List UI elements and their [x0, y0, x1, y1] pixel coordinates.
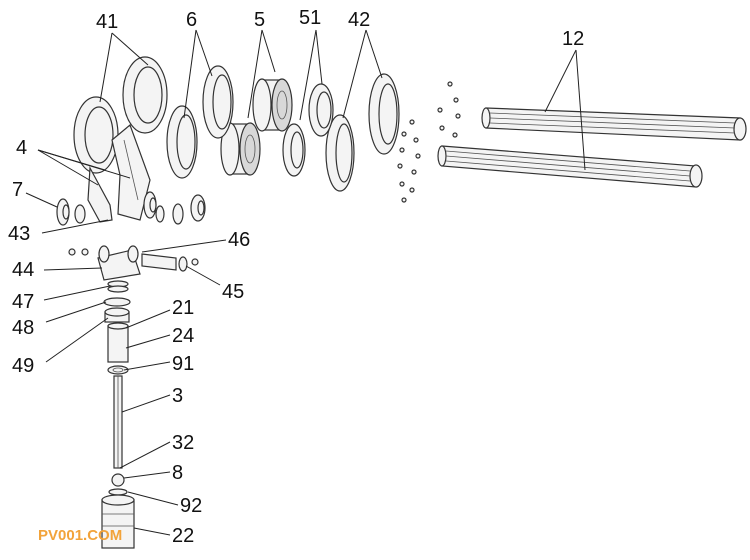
ring-51-lower	[282, 123, 306, 177]
ring-42-upper	[368, 73, 400, 155]
watermark: PV001.COM	[38, 527, 122, 544]
bottom-assembly	[101, 473, 135, 549]
ring-6-upper	[202, 65, 234, 139]
label-22: 22	[172, 525, 194, 547]
ring-51-upper	[308, 83, 334, 137]
label-49: 49	[12, 355, 34, 377]
label-5: 5	[254, 9, 265, 31]
label-6: 6	[186, 9, 197, 31]
connecting-rod-assembly	[73, 56, 168, 223]
label-43: 43	[8, 223, 30, 245]
label-46: 46	[228, 229, 250, 251]
label-4: 4	[16, 137, 27, 159]
label-41: 41	[96, 11, 118, 33]
label-91: 91	[172, 353, 194, 375]
label-51: 51	[299, 7, 321, 29]
label-24: 24	[172, 325, 194, 347]
label-32: 32	[172, 432, 194, 454]
bearing-5-lower	[220, 122, 261, 176]
label-45: 45	[222, 281, 244, 303]
label-44: 44	[12, 259, 34, 281]
label-12: 12	[562, 28, 584, 50]
ring-42-lower	[325, 114, 355, 192]
label-3: 3	[172, 385, 183, 407]
label-42: 42	[348, 9, 370, 31]
ring-6-lower	[166, 105, 198, 179]
label-7: 7	[12, 179, 23, 201]
label-48: 48	[12, 317, 34, 339]
rod-upper	[481, 107, 747, 141]
label-47: 47	[12, 291, 34, 313]
label-92: 92	[180, 495, 202, 517]
small-screws	[397, 81, 461, 203]
spring-and-cap	[103, 280, 131, 323]
label-8: 8	[172, 462, 183, 484]
yoke-assembly	[68, 245, 199, 281]
cylinder-body	[107, 322, 129, 375]
leader-lines	[25, 29, 586, 536]
shaft	[113, 375, 123, 469]
rod-lower	[437, 145, 703, 188]
bearing-5-upper	[252, 78, 293, 132]
small-bearings	[56, 191, 206, 226]
label-21: 21	[172, 297, 194, 319]
